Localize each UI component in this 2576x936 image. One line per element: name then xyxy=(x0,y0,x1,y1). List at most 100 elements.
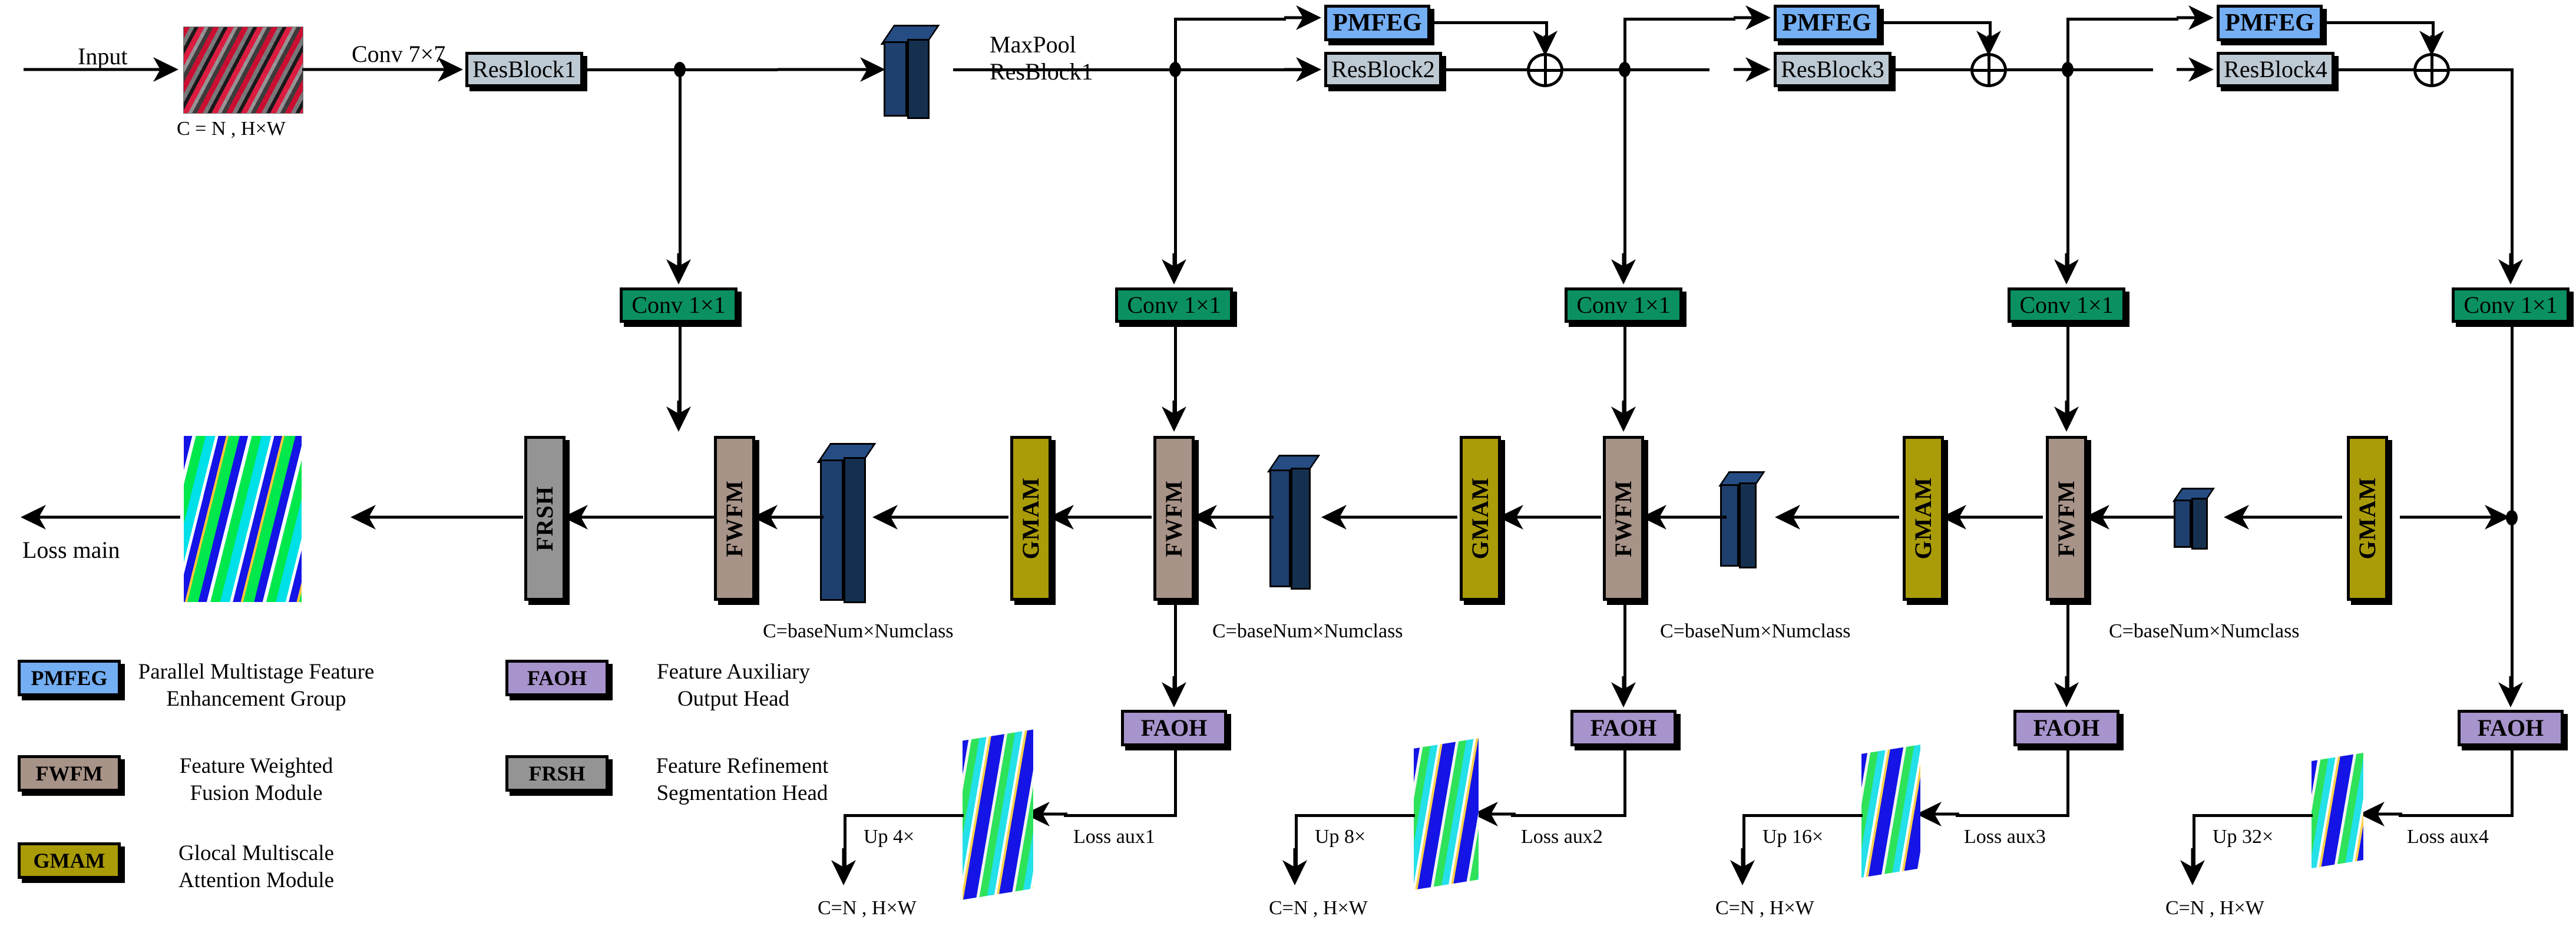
aux4-loss-line xyxy=(2399,814,2514,817)
conv4-down-arrow xyxy=(2054,401,2079,432)
frsh-block[interactable]: FRSH xyxy=(524,436,566,601)
conv1x1-box-4[interactable]: Conv 1×1 xyxy=(2008,287,2125,323)
aux2-to-loss-line xyxy=(1623,746,1626,817)
legend-desc-fwfm-line2: Fusion Module xyxy=(190,781,323,806)
to-maxpool-arrow xyxy=(778,57,886,82)
pmfeg1-merge-arrow xyxy=(1533,31,1557,57)
up-label-1: Up 4× xyxy=(864,826,915,848)
pmfeg2-top-line xyxy=(1623,18,1735,21)
resblock3-label: ResBlock3 xyxy=(1781,56,1884,82)
aux-output-image-1 xyxy=(963,729,1033,900)
conv1x1-box-2[interactable]: Conv 1×1 xyxy=(1115,287,1233,323)
add-operator-3 xyxy=(2413,53,2450,87)
resblock4-box[interactable]: ResBlock4 xyxy=(2217,52,2334,87)
decoder-arrow-k xyxy=(872,505,1008,530)
legend-desc-gmam: Glocal Multiscale Attention Module xyxy=(135,840,377,895)
faoh-label-2: FAOH xyxy=(1590,715,1657,741)
gmam-label-2: GMAM xyxy=(1467,477,1493,560)
resblock1-label: ResBlock1 xyxy=(472,56,576,82)
decoder-arrow-i xyxy=(1191,505,1274,530)
legend-swatch-frsh: FRSH xyxy=(505,755,609,792)
decoder-arrow-j xyxy=(1048,505,1152,530)
loss-aux-label-3: Loss aux3 xyxy=(1964,826,2046,848)
resblock2-box[interactable]: ResBlock2 xyxy=(1324,52,1442,87)
legend-desc-frsh: Feature Refinement Segmentation Head xyxy=(624,753,860,808)
faoh-block-2[interactable]: FAOH xyxy=(1570,710,1676,746)
gmam-block-1[interactable]: GMAM xyxy=(1010,436,1051,601)
conv7x7-arrow xyxy=(302,57,464,82)
pmfeg-label-3: PMFEG xyxy=(2225,9,2314,37)
aux3-up-arrow xyxy=(1730,848,1755,886)
input-arrow xyxy=(24,57,179,82)
legend-tag-frsh: FRSH xyxy=(528,762,586,785)
maxpool-label-line2: ResBlock1 xyxy=(990,58,1093,85)
legend-desc-faoh-line2: Output Head xyxy=(677,687,790,712)
conv1x1-box-3[interactable]: Conv 1×1 xyxy=(1565,287,1682,323)
loss-aux-label-4: Loss aux4 xyxy=(2407,826,2489,848)
faoh-block-1[interactable]: FAOH xyxy=(1121,710,1227,746)
legend-tag-faoh: FAOH xyxy=(527,666,587,690)
aux1-up-arrow xyxy=(831,848,856,886)
legend-desc-faoh: Feature Auxiliary Output Head xyxy=(624,659,842,713)
aux-out-caption-4: C=N , H×W xyxy=(2165,897,2264,919)
faoh-block-4[interactable]: FAOH xyxy=(2458,710,2564,746)
pmfeg3-top-line xyxy=(2066,18,2178,21)
pmfeg-block-2[interactable]: PMFEG xyxy=(1774,5,1880,41)
aux3-up-line xyxy=(1742,814,1863,817)
pmfeg2-merge-arrow xyxy=(1976,31,2001,57)
add-operator-2 xyxy=(1970,53,2007,87)
faoh-label-3: FAOH xyxy=(2033,715,2100,741)
pmfeg-block-3[interactable]: PMFEG xyxy=(2217,5,2323,41)
branch-line-1 xyxy=(679,68,682,274)
resblock3-box[interactable]: ResBlock3 xyxy=(1774,52,1892,87)
branch-line-4 xyxy=(2066,68,2069,274)
up-label-3: Up 16× xyxy=(1762,826,1824,848)
add-operator-1 xyxy=(1527,53,1563,87)
decoder-cuboid-1 xyxy=(816,443,891,603)
feature-cuboid-stage1 xyxy=(880,25,954,119)
fwfm-block-2[interactable]: FWFM xyxy=(1153,436,1195,601)
aux-output-image-3 xyxy=(1861,745,1920,878)
loss-aux-label-1: Loss aux1 xyxy=(1073,826,1155,848)
gmam-block-3[interactable]: GMAM xyxy=(1903,436,1944,601)
pmfeg2-in-arrow xyxy=(1734,5,1771,30)
fwfm-label-1: FWFM xyxy=(721,479,748,557)
faoh-block-3[interactable]: FAOH xyxy=(2013,710,2119,746)
aux3-to-loss-line xyxy=(2066,746,2069,817)
aux4-down-arrow xyxy=(2498,676,2523,708)
gmam-block-4[interactable]: GMAM xyxy=(2347,436,2388,601)
legend-desc-frsh-line2: Segmentation Head xyxy=(656,781,828,806)
legend-tag-gmam: GMAM xyxy=(33,849,105,872)
fwfm-block-3[interactable]: FWFM xyxy=(1603,436,1644,601)
legend-tag-pmfeg: PMFEG xyxy=(31,666,108,690)
pmfeg3-merge-arrow xyxy=(2419,31,2444,57)
aux1-loss-arrow xyxy=(1024,802,1067,826)
gmam-block-2[interactable]: GMAM xyxy=(1460,436,1501,601)
conv1x1-label-2: Conv 1×1 xyxy=(1127,292,1221,318)
fwfm-block-4[interactable]: FWFM xyxy=(2046,436,2087,601)
loss-aux-label-2: Loss aux2 xyxy=(1521,826,1603,848)
aux3-up-vline xyxy=(1742,814,1745,867)
resblock2-in-arrow xyxy=(1284,57,1322,82)
add2-out-line xyxy=(2006,68,2153,71)
resblock4-label: ResBlock4 xyxy=(2224,56,2327,82)
loss-main-arrow xyxy=(20,505,180,530)
aux2-down-arrow xyxy=(1611,676,1636,708)
pmfeg-label-1: PMFEG xyxy=(1332,9,1422,37)
legend-desc-fwfm: Feature Weighted Fusion Module xyxy=(135,753,377,808)
fwfm-label-3: FWFM xyxy=(1610,479,1636,557)
conv1x1-box-5[interactable]: Conv 1×1 xyxy=(2452,287,2570,323)
aux-out-caption-2: C=N , H×W xyxy=(1269,897,1368,919)
segmentation-output-image xyxy=(184,436,302,602)
legend-desc-gmam-line2: Attention Module xyxy=(178,868,335,893)
conv1x1-label-1: Conv 1×1 xyxy=(631,292,726,318)
decoder-cuboid-4 xyxy=(2172,488,2228,553)
frsh-out-arrow xyxy=(350,505,523,530)
pmfeg-block-1[interactable]: PMFEG xyxy=(1324,5,1430,41)
decoder-arrow-h xyxy=(1321,505,1457,530)
up-label-4: Up 32× xyxy=(2213,826,2274,848)
aux4-to-loss-line xyxy=(2511,746,2514,817)
resblock1-box[interactable]: ResBlock1 xyxy=(465,52,583,87)
conv1x1-box-1[interactable]: Conv 1×1 xyxy=(620,287,738,323)
resblock4-out-line xyxy=(2334,68,2415,71)
